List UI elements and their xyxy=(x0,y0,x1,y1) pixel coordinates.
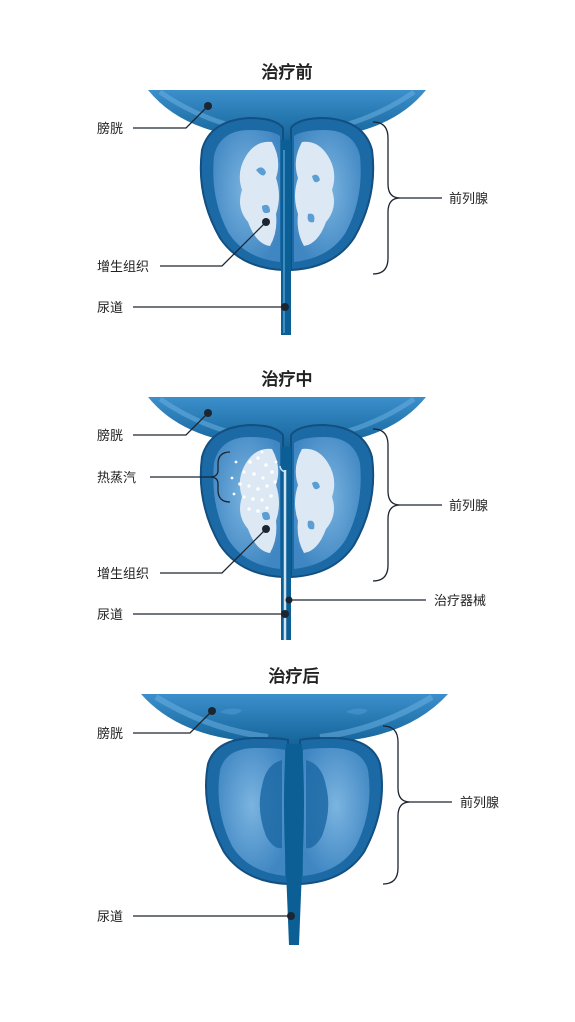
prostate-gland xyxy=(199,423,375,579)
steam-dots xyxy=(230,450,278,513)
panel-after: 治疗后 膀胱 尿道 前列腺 xyxy=(97,666,499,945)
label-urethra: 尿道 xyxy=(97,608,123,623)
label-device: 治疗器械 xyxy=(434,594,486,609)
label-hyperplasia: 增生组织 xyxy=(97,567,149,582)
label-hyperplasia: 增生组织 xyxy=(97,260,149,275)
label-bladder: 膀胱 xyxy=(97,726,123,742)
label-steam: 热蒸汽 xyxy=(97,471,136,486)
bladder-shape xyxy=(148,90,426,146)
label-bladder: 膀胱 xyxy=(97,121,123,137)
panel-during: 治疗中 xyxy=(97,369,488,640)
label-bladder: 膀胱 xyxy=(97,428,123,444)
bladder-shape xyxy=(148,397,426,453)
label-prostate: 前列腺 xyxy=(460,795,499,811)
label-urethra: 尿道 xyxy=(97,910,123,925)
panel-title: 治疗后 xyxy=(269,666,320,687)
label-prostate: 前列腺 xyxy=(449,498,488,514)
urethra xyxy=(284,744,304,945)
bladder-shape xyxy=(141,694,448,750)
panel-before: 治疗前 膀胱 增生组织 尿道 前列腺 xyxy=(97,62,488,335)
panel-title: 治疗前 xyxy=(262,62,313,83)
label-urethra: 尿道 xyxy=(97,301,123,316)
prostate-gland xyxy=(205,736,383,886)
label-prostate: 前列腺 xyxy=(449,191,488,207)
panel-title: 治疗中 xyxy=(262,369,313,390)
